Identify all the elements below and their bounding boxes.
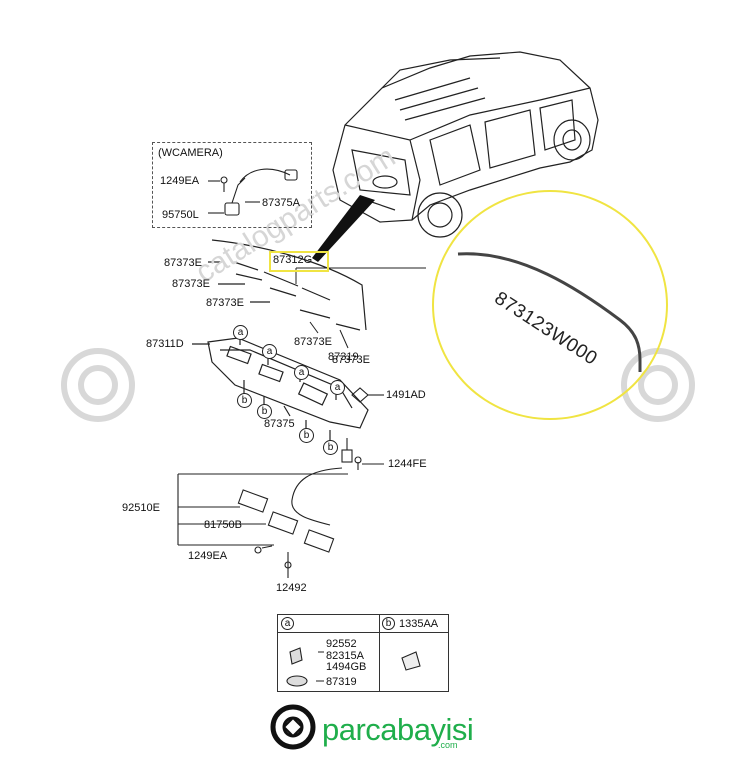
legend-callout-a: a bbox=[281, 617, 294, 630]
camera-part-87375a[interactable]: 87375A bbox=[262, 197, 300, 209]
callout-b-2: b bbox=[257, 404, 272, 419]
part-label-87319[interactable]: 87319 bbox=[328, 351, 359, 363]
part-label-92510e[interactable]: 92510E bbox=[122, 502, 160, 514]
camera-part-95750l[interactable]: 95750L bbox=[162, 209, 199, 221]
part-label-87311d[interactable]: 87311D bbox=[146, 338, 184, 350]
callout-a-4: a bbox=[330, 380, 345, 395]
legend-a-part-3[interactable]: 1494GB bbox=[326, 661, 367, 673]
part-label-81750b[interactable]: 81750B bbox=[204, 519, 242, 531]
callout-b-1: b bbox=[237, 393, 252, 408]
legend-table bbox=[277, 614, 449, 692]
callout-b-4: b bbox=[323, 440, 338, 455]
camera-group-title: (WCAMERA) bbox=[158, 147, 223, 159]
fasteners bbox=[341, 387, 384, 470]
part-label-1249ea[interactable]: 1249EA bbox=[188, 550, 228, 562]
legend-callout-b: b bbox=[382, 617, 395, 630]
highlight-box bbox=[269, 251, 329, 272]
part-label-1244fe[interactable]: 1244FE bbox=[388, 458, 427, 470]
callout-b-3: b bbox=[299, 428, 314, 443]
brand-tld: .com bbox=[438, 740, 458, 750]
legend-a-part-1[interactable]: 92552 bbox=[326, 638, 357, 650]
camera-part-1249ea[interactable]: 1249EA bbox=[160, 175, 200, 187]
part-label-87373e-2[interactable]: 87373E bbox=[172, 278, 210, 290]
legend-header-line bbox=[278, 632, 448, 633]
camera-parts bbox=[208, 168, 298, 216]
left-logo-watermark bbox=[61, 348, 135, 422]
part-label-87373e-5[interactable]: 87373E bbox=[332, 354, 370, 366]
brand-name: parcabayisi bbox=[322, 712, 474, 747]
part-label-87373e-3[interactable]: 87373E bbox=[206, 297, 244, 309]
legend-a-part-2[interactable]: 82315A bbox=[326, 650, 364, 662]
legend-b-part[interactable]: 1335AA bbox=[399, 618, 439, 630]
part-label-87312g[interactable]: 87312G bbox=[273, 254, 313, 266]
pointer-arrow bbox=[312, 195, 375, 262]
part-label-87375[interactable]: 87375 bbox=[264, 418, 295, 430]
garnish-leaders bbox=[295, 267, 426, 349]
callout-a-1: a bbox=[233, 325, 248, 340]
callout-a-2: a bbox=[262, 344, 277, 359]
camera-group-box bbox=[152, 142, 312, 228]
part-label-1491ad[interactable]: 1491AD bbox=[386, 389, 426, 401]
legend-a-part-4[interactable]: 87319 bbox=[326, 676, 357, 688]
lamp-assembly bbox=[177, 467, 348, 578]
callout-a-3: a bbox=[294, 365, 309, 380]
part-label-87373e-4[interactable]: 87373E bbox=[294, 336, 332, 348]
legend-icons bbox=[286, 647, 421, 687]
part-label-87373e-1[interactable]: 87373E bbox=[164, 257, 202, 269]
zoom-circle bbox=[432, 190, 668, 420]
brand-shutter-icon bbox=[270, 704, 316, 750]
legend-divider bbox=[379, 615, 380, 691]
seal-strips bbox=[208, 239, 367, 331]
part-label-12492[interactable]: 12492 bbox=[276, 582, 307, 594]
suv-drawing bbox=[332, 51, 599, 238]
